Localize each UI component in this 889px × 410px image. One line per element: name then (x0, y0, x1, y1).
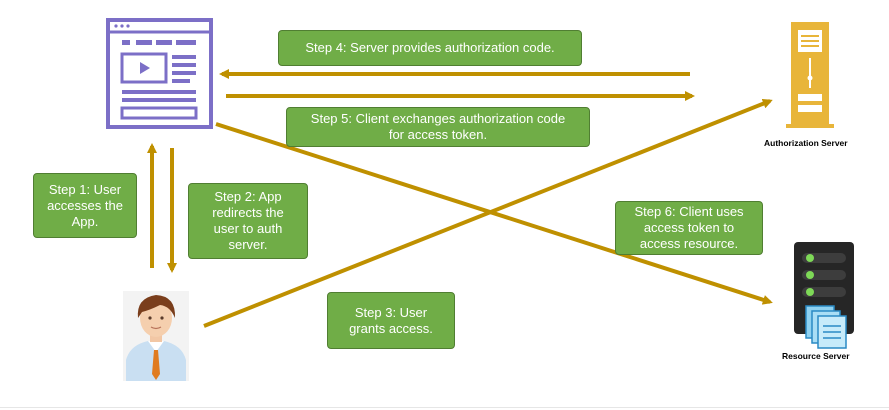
flow-arrows (147, 69, 773, 328)
user-avatar-icon (123, 291, 189, 381)
server-with-documents-icon (794, 242, 854, 349)
step-1-box: Step 1: User accesses the App. (33, 173, 137, 238)
resource-server-label: Resource Server (782, 351, 850, 361)
arrow-step3-user-to-server (203, 98, 773, 328)
step-2-box: Step 2: App redirects the user to auth s… (188, 183, 308, 259)
server-tower-icon (786, 22, 834, 128)
authorization-server-label: Authorization Server (764, 138, 848, 148)
step-5-box: Step 5: Client exchanges authorization c… (286, 107, 590, 147)
step-3-box: Step 3: User grants access. (327, 292, 455, 349)
browser-window-icon (106, 18, 213, 129)
arrow-step6-app-to-resource (215, 122, 773, 305)
step-6-box: Step 6: Client uses access token to acce… (615, 201, 763, 255)
step-4-box: Step 4: Server provides authorization co… (278, 30, 582, 66)
bottom-divider (0, 407, 889, 408)
